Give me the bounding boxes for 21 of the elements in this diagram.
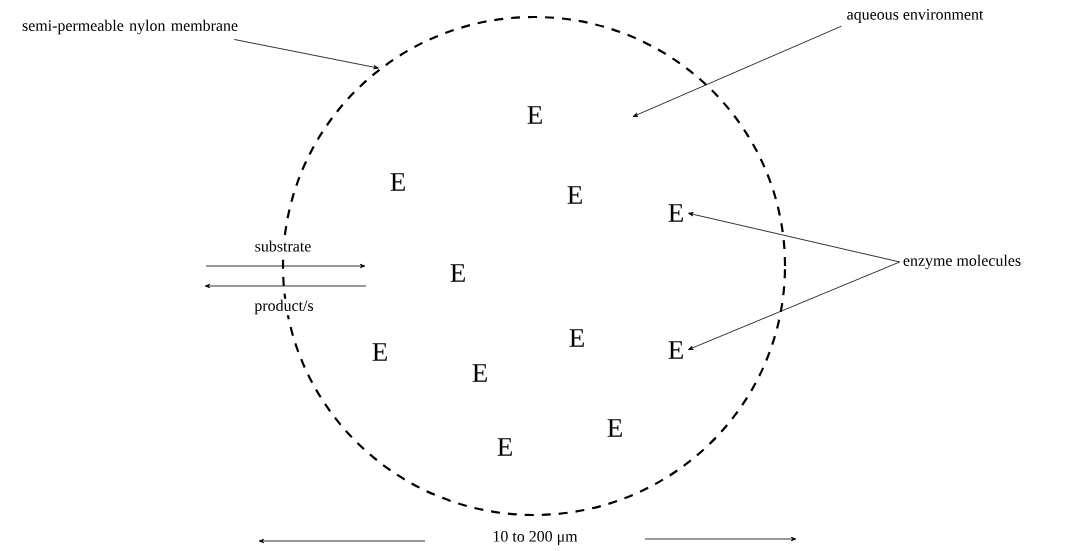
- enzyme-letter: E: [569, 329, 584, 347]
- leader-line: [632, 25, 842, 117]
- enzyme-letter: E: [372, 343, 387, 361]
- enzyme-letter: E: [497, 438, 512, 456]
- enzyme-letter: E: [527, 106, 542, 124]
- label-text: product/s: [253, 298, 315, 316]
- enzyme-letter: E: [472, 364, 487, 382]
- callout-text: semi-permeable nylon membrane: [22, 19, 238, 35]
- enzyme-letter: E: [390, 173, 405, 191]
- enzyme-letter: E: [567, 186, 582, 204]
- label-text: 10 to 200 μm: [491, 530, 579, 546]
- enzyme-letter: E: [450, 264, 465, 282]
- callout-text: aqueous environment: [847, 9, 984, 23]
- callout-text: enzyme molecules: [903, 254, 1021, 270]
- enzyme-letter: E: [668, 341, 683, 359]
- enzyme-letter: E: [607, 419, 622, 437]
- leader-line: [688, 212, 901, 263]
- label-text: substrate: [253, 239, 313, 253]
- leader-line: [233, 39, 379, 70]
- enzyme-letter: E: [668, 204, 683, 222]
- leader-line: [688, 261, 901, 350]
